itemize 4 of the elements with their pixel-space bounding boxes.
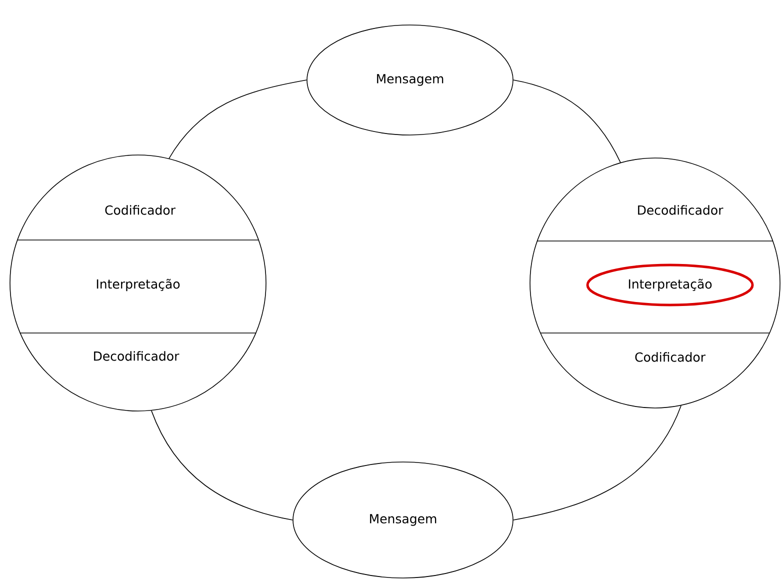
connector-line — [168, 80, 307, 159]
connector-line — [151, 410, 293, 520]
connector-line — [513, 405, 682, 520]
connector-line — [513, 80, 621, 163]
